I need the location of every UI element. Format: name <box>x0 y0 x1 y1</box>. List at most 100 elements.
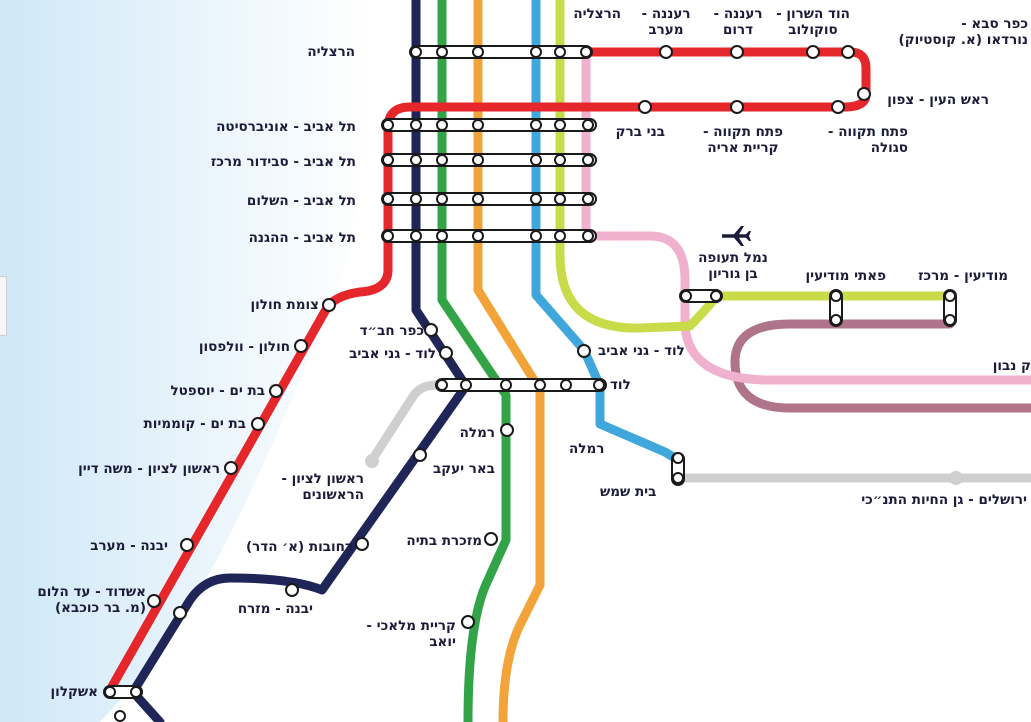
station-dot[interactable] <box>560 379 572 391</box>
station-dot[interactable] <box>436 154 448 166</box>
label-lod-ganei-aviv-w[interactable]: לוד - גני אביב <box>349 346 436 362</box>
station-dot[interactable] <box>582 193 594 205</box>
station-dot[interactable] <box>582 119 594 131</box>
station-dot[interactable] <box>944 314 956 326</box>
label-ashdod[interactable]: אשדוד - עד הלום (מ. בר כוכבא) <box>37 584 146 616</box>
station-dot[interactable] <box>530 230 542 242</box>
label-lod[interactable]: לוד <box>610 377 631 393</box>
label-bnei-brak[interactable]: בני ברק <box>615 124 665 140</box>
label-paatei-modiin[interactable]: פאתי מודיעין <box>805 268 886 284</box>
station-dot[interactable] <box>710 290 722 302</box>
label-navon[interactable]: ק נבון <box>992 358 1031 374</box>
station-dot[interactable] <box>410 193 422 205</box>
station-dot[interactable] <box>672 472 684 484</box>
station-dot[interactable] <box>251 417 265 431</box>
station-dot[interactable] <box>114 710 126 722</box>
station-dot[interactable] <box>530 119 542 131</box>
label-ashkelon[interactable]: אשקלון <box>50 684 98 700</box>
station-dot[interactable] <box>500 423 514 437</box>
station-dot[interactable] <box>173 606 187 620</box>
station-dot[interactable] <box>484 532 498 546</box>
station-dot[interactable] <box>365 454 379 468</box>
station-dot[interactable] <box>472 154 484 166</box>
label-pt-kiryat-arye[interactable]: פתח תקווה - קריית אריה <box>700 124 786 156</box>
station-dot[interactable] <box>554 193 566 205</box>
station-dot[interactable] <box>436 379 448 391</box>
label-kfar-chabad[interactable]: כפר חב״ד <box>359 323 424 339</box>
station-dot[interactable] <box>500 379 512 391</box>
label-ramla-w[interactable]: רמלה <box>459 425 495 441</box>
station-dot[interactable] <box>410 46 422 58</box>
station-dot[interactable] <box>659 45 673 59</box>
station-dot[interactable] <box>180 538 194 552</box>
label-pt-segula[interactable]: פתח תקווה - סגולה <box>828 124 908 156</box>
label-rishon-harishonim[interactable]: ראשון לציון - הראשונים <box>281 471 364 503</box>
station-dot[interactable] <box>582 154 594 166</box>
label-rosh-haayin[interactable]: ראש העין - צפון <box>887 92 989 108</box>
station-dot[interactable] <box>410 230 422 242</box>
label-holon-wolfson[interactable]: חולון - וולפסון <box>198 339 290 355</box>
station-dot[interactable] <box>269 384 283 398</box>
station-dot[interactable] <box>831 100 845 114</box>
station-dot[interactable] <box>534 379 546 391</box>
station-dot[interactable] <box>730 100 744 114</box>
station-dot[interactable] <box>382 154 394 166</box>
label-rishon-moshe-dayan[interactable]: ראשון לציון - משה דיין <box>78 461 220 477</box>
station-dot[interactable] <box>582 230 594 242</box>
label-raanana-south[interactable]: רעננה - דרום <box>702 6 774 38</box>
station-dot[interactable] <box>424 323 438 337</box>
station-dot[interactable] <box>554 119 566 131</box>
station-dot[interactable] <box>410 119 422 131</box>
label-ta-hahagana[interactable]: תל אביב - ההגנה <box>248 230 356 246</box>
station-dot[interactable] <box>554 230 566 242</box>
label-kiryat-malachi[interactable]: קריית מלאכי - יואב <box>366 618 456 650</box>
label-herzliya-west[interactable]: הרצליה <box>307 44 355 60</box>
station-dot[interactable] <box>554 154 566 166</box>
station-dot[interactable] <box>730 45 744 59</box>
label-raanana-west[interactable]: רעננה - מערב <box>630 6 702 38</box>
station-dot[interactable] <box>410 154 422 166</box>
station-dot[interactable] <box>436 119 448 131</box>
station-dot[interactable] <box>857 87 871 101</box>
station-dot[interactable] <box>382 230 394 242</box>
station-dot[interactable] <box>413 448 427 462</box>
label-herzliya-top[interactable]: הרצליה <box>573 6 621 22</box>
label-hod-hasharon[interactable]: הוד השרון - סוקולוב <box>770 6 856 38</box>
station-dot[interactable] <box>147 594 161 608</box>
label-beit-shemesh[interactable]: בית שמש <box>600 484 657 500</box>
label-lod-ganei-aviv-e[interactable]: לוד - גני אביב <box>598 343 685 359</box>
label-kfar-saba[interactable]: כפר סבא - נורדאו (א. קוסטיוק) <box>899 16 1028 48</box>
station-dot[interactable] <box>382 193 394 205</box>
station-dot[interactable] <box>672 452 684 464</box>
label-ta-university[interactable]: תל אביב - אוניברסיטה <box>216 119 356 135</box>
station-dot[interactable] <box>830 290 842 302</box>
label-bat-yam-yoseftal[interactable]: בת ים - יוספטל <box>170 383 265 399</box>
label-mazkeret-batya[interactable]: מזכרת בתיה <box>406 533 482 549</box>
station-dot[interactable] <box>554 46 566 58</box>
label-jerusalem[interactable]: ירושלים - גן החיות התנ״כי <box>861 492 1027 508</box>
station-dot[interactable] <box>382 119 394 131</box>
label-ta-savidor[interactable]: תל אביב - סבידור מרכז <box>210 154 356 170</box>
label-rehovot[interactable]: רחובות (א׳ הדר) <box>245 539 353 555</box>
station-dot[interactable] <box>530 154 542 166</box>
station-dot[interactable] <box>436 230 448 242</box>
station-dot[interactable] <box>436 193 448 205</box>
station-dot[interactable] <box>460 379 472 391</box>
station-dot[interactable] <box>577 344 591 358</box>
station-dot[interactable] <box>355 537 369 551</box>
station-dot[interactable] <box>224 461 238 475</box>
station-dot[interactable] <box>439 346 453 360</box>
station-dot[interactable] <box>530 46 542 58</box>
station-dot[interactable] <box>472 230 484 242</box>
station-dot[interactable] <box>830 314 842 326</box>
station-dot[interactable] <box>294 339 308 353</box>
station-dot[interactable] <box>436 46 448 58</box>
label-yavne-east[interactable]: יבנה - מזרח <box>237 601 313 617</box>
label-yavne-west[interactable]: יבנה - מערב <box>90 538 168 554</box>
label-beer-yaakov[interactable]: באר יעקב <box>432 461 495 477</box>
station-dot[interactable] <box>580 46 592 58</box>
label-bat-yam-komemiyut[interactable]: בת ים - קוממיות <box>143 416 246 432</box>
station-dot[interactable] <box>472 46 484 58</box>
station-dot[interactable] <box>680 290 692 302</box>
station-dot[interactable] <box>944 290 956 302</box>
